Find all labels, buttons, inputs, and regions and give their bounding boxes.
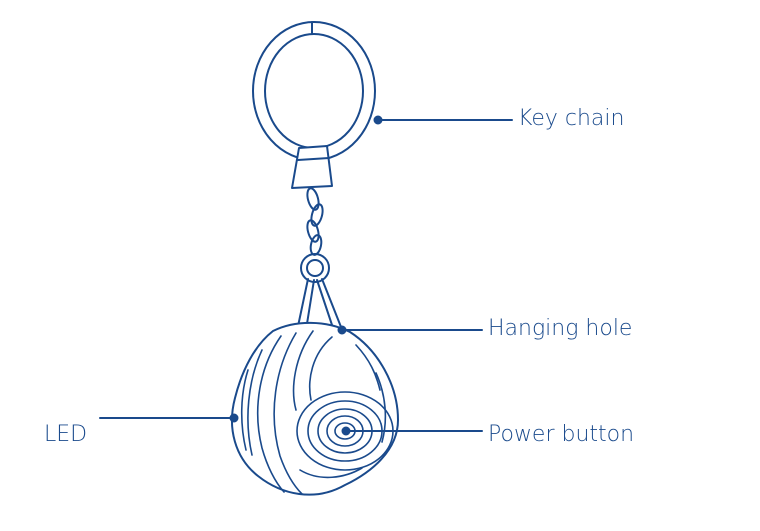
leader-power-button (341, 426, 483, 436)
key-chain-label: Key chain (518, 106, 625, 131)
tracker-body (231, 321, 399, 496)
small-ring (300, 253, 330, 283)
led-label: LED (44, 422, 88, 447)
strap-cord (296, 278, 344, 333)
chain-links (306, 187, 324, 256)
key-ring (252, 21, 376, 161)
leader-hanging-hole (337, 325, 483, 335)
leader-key-chain (373, 115, 513, 125)
hanging-hole-label: Hanging hole (488, 316, 633, 341)
ring-clasp (291, 145, 333, 189)
leader-led (99, 413, 239, 423)
power-button-label: Power button (488, 422, 635, 447)
